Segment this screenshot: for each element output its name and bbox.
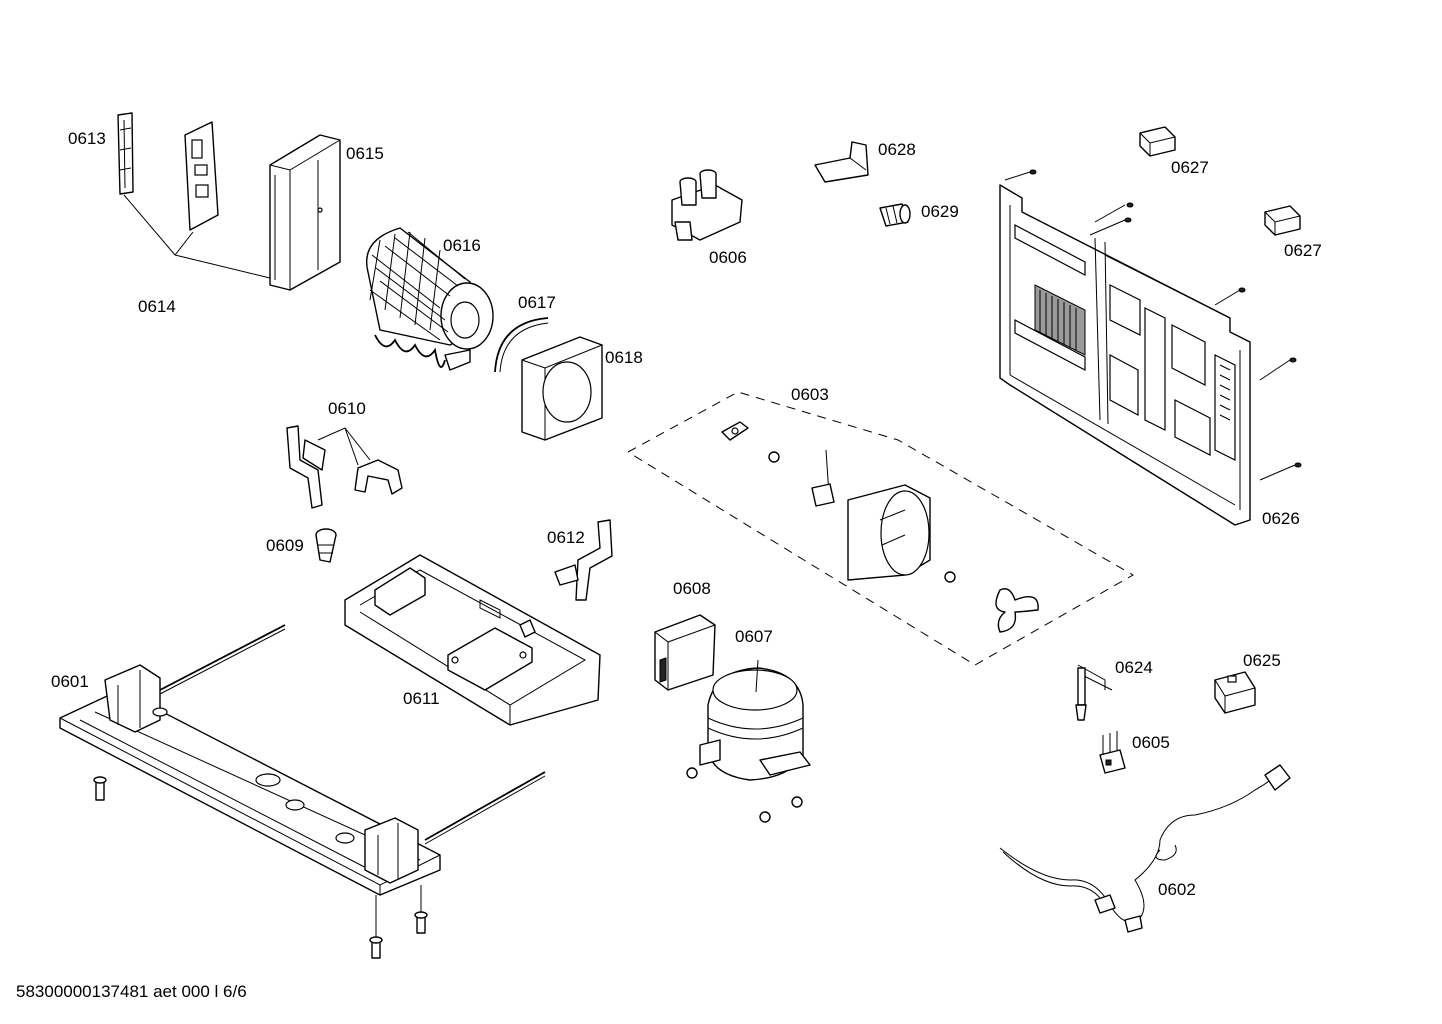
label-0606: 0606 <box>709 248 747 267</box>
part-0612-tube <box>554 519 613 601</box>
label-0610: 0610 <box>328 399 366 418</box>
part-0628-bracket <box>814 141 869 183</box>
part-0624-sensor <box>1075 664 1113 721</box>
label-0602: 0602 <box>1158 880 1196 899</box>
label-0617: 0617 <box>518 293 556 312</box>
part-0606-water-valve <box>671 169 743 241</box>
label-0626: 0626 <box>1262 509 1300 528</box>
part-0609-fitting <box>315 528 337 563</box>
part-0616-evaporator-coil <box>366 227 494 371</box>
label-0612: 0612 <box>547 528 585 547</box>
part-0602-wire-harness <box>999 764 1291 933</box>
part-0611-drip-tray <box>344 554 601 726</box>
label-0615: 0615 <box>346 144 384 163</box>
label-0601: 0601 <box>51 672 89 691</box>
label-0616: 0616 <box>443 236 481 255</box>
part-0625-switch <box>1214 671 1256 714</box>
label-0625: 0625 <box>1243 651 1281 670</box>
part-0618-fan-shroud <box>521 336 603 441</box>
label-0611: 0611 <box>403 689 440 708</box>
part-0627-block-b <box>1264 205 1301 236</box>
part-0605-terminal <box>1099 731 1126 774</box>
part-0610-drain-tubes <box>286 425 403 509</box>
label-0613: 0613 <box>68 129 106 148</box>
label-0603: 0603 <box>791 385 829 404</box>
label-0629: 0629 <box>921 202 959 221</box>
part-0601-base-frame <box>59 624 546 959</box>
part-0627-block-a <box>1139 126 1176 157</box>
part-0603-fan-assembly <box>627 391 1135 666</box>
label-0627-b: 0627 <box>1284 241 1322 260</box>
label-0609: 0609 <box>266 536 304 555</box>
label-0628: 0628 <box>878 140 916 159</box>
part-0614-control-board <box>123 121 271 279</box>
part-0615-housing <box>269 134 341 291</box>
part-0626-back-panel <box>999 169 1302 526</box>
label-0608: 0608 <box>673 579 711 598</box>
label-0618: 0618 <box>605 348 643 367</box>
drawing-id-footer: 58300000137481 aet 000 l 6/6 <box>16 982 247 1001</box>
label-0605: 0605 <box>1132 733 1170 752</box>
part-0613-bracket <box>117 112 134 195</box>
label-0607: 0607 <box>735 627 773 646</box>
label-0624: 0624 <box>1115 658 1153 677</box>
part-0607-compressor <box>686 659 811 823</box>
part-0608-relay-box <box>654 614 716 691</box>
label-0627-a: 0627 <box>1171 158 1209 177</box>
part-0629-connector <box>879 203 911 227</box>
part-0617-seal-strip <box>494 317 549 373</box>
label-0614: 0614 <box>138 297 176 316</box>
